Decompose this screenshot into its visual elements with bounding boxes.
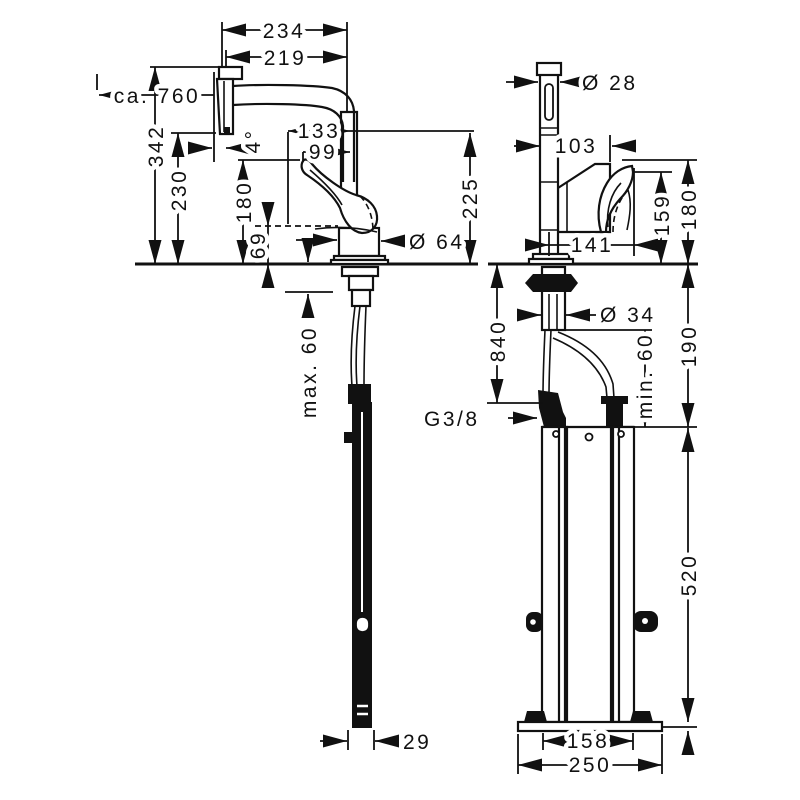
dim-spray-diameter: Ø 28 [582, 72, 638, 95]
dim-outlet-height: 230 [168, 169, 191, 212]
dim-min-clearance: min. 60 [634, 333, 657, 419]
dim-lever-height: 159 [651, 194, 674, 237]
dim-hose-length: 840 [487, 320, 510, 363]
dim-reach: 219 [264, 47, 307, 70]
dim-thread-size: G3/8 [424, 408, 480, 431]
dim-outlet-reach: 99 [309, 141, 337, 164]
lever-handle-side [300, 158, 379, 235]
supply-hose-left-2 [548, 329, 552, 397]
spout-outer-edge [232, 83, 356, 182]
box-rail-right [609, 425, 636, 724]
lever-underside-side [314, 226, 378, 233]
dim-max-counter-thickness: max. 60 [298, 326, 321, 418]
hose-fitting-side [348, 384, 371, 404]
dim-box-height: 520 [678, 554, 701, 597]
side-view-dimensions: 234 219 ca. 760 342 230 180 69 133 99 4°… [96, 16, 487, 759]
dim-height-overall: 342 [145, 125, 168, 168]
dim-spout-height: 225 [459, 177, 482, 220]
hose-line-2 [355, 305, 361, 387]
hose-slider-clip [355, 616, 370, 633]
dim-base-plate-width: 250 [569, 754, 612, 777]
dim-outlet-reach-overall: 133 [298, 120, 341, 143]
box-knob-left-dot [530, 619, 536, 625]
mounting-nut [525, 274, 578, 292]
shank-nut-side [347, 274, 375, 292]
plate-foot-left [524, 711, 547, 722]
shank-flange-side [340, 265, 380, 278]
lever-alt-position-side [359, 195, 374, 232]
faucet-front-view [488, 61, 698, 733]
dim-spout-angle: 4° [242, 128, 265, 153]
dim-pullout-extension: ca. 760 [114, 85, 200, 108]
supply-hose-right-2 [552, 337, 608, 399]
supply-hose-right-1 [557, 331, 615, 399]
spray-column-cap [535, 61, 563, 77]
hose-line-3 [363, 305, 367, 387]
dim-box-mount-width: 158 [567, 730, 610, 753]
hose-fitting-left [538, 390, 566, 427]
spray-nozzle-tick [224, 127, 230, 133]
box-screw-hole-3 [617, 430, 625, 438]
spray-column-slot [544, 83, 554, 121]
hose-fitting-right [606, 398, 623, 427]
hose-line-1 [350, 305, 356, 387]
box-screw-hole-1 [552, 430, 560, 438]
dim-spray-offset: 103 [555, 135, 598, 158]
dim-body-diameter: Ø 64 [409, 231, 465, 254]
faucet-base-flange-side [329, 258, 390, 266]
supply-hose-left-1 [542, 329, 546, 397]
dim-handle-height-side: 180 [233, 181, 256, 224]
plate-foot-right [630, 711, 653, 722]
dim-body-height: 69 [247, 231, 270, 259]
faucet-base-flange-front [527, 257, 575, 266]
lever-highlight-front [606, 182, 622, 228]
box-screw-hole-2 [584, 432, 594, 442]
faucet-side-view [135, 65, 478, 728]
dim-handle-reach: 141 [571, 234, 614, 257]
dim-connection-depth: 190 [678, 325, 701, 368]
lever-highlight-side [309, 169, 343, 206]
lever-edge-front [626, 189, 632, 231]
shank-side [350, 288, 372, 308]
box-knob-right-dot [642, 618, 648, 624]
hose-side-nub [344, 432, 353, 443]
lever-alt-position-front [612, 188, 630, 233]
spray-head-side [215, 77, 235, 136]
front-view-dimensions: Ø 28 103 141 159 180 840 Ø 34 min. 60 19… [420, 68, 706, 782]
dim-shank-diameter: Ø 34 [600, 304, 656, 327]
spray-head-cap [217, 65, 244, 81]
dim-reach-overall: 234 [263, 20, 306, 43]
spout-inner-edge [232, 102, 345, 182]
dim-handle-height-front: 180 [678, 188, 701, 231]
dim-hose-end-width: 29 [403, 731, 431, 754]
box-rail-left [540, 425, 569, 724]
